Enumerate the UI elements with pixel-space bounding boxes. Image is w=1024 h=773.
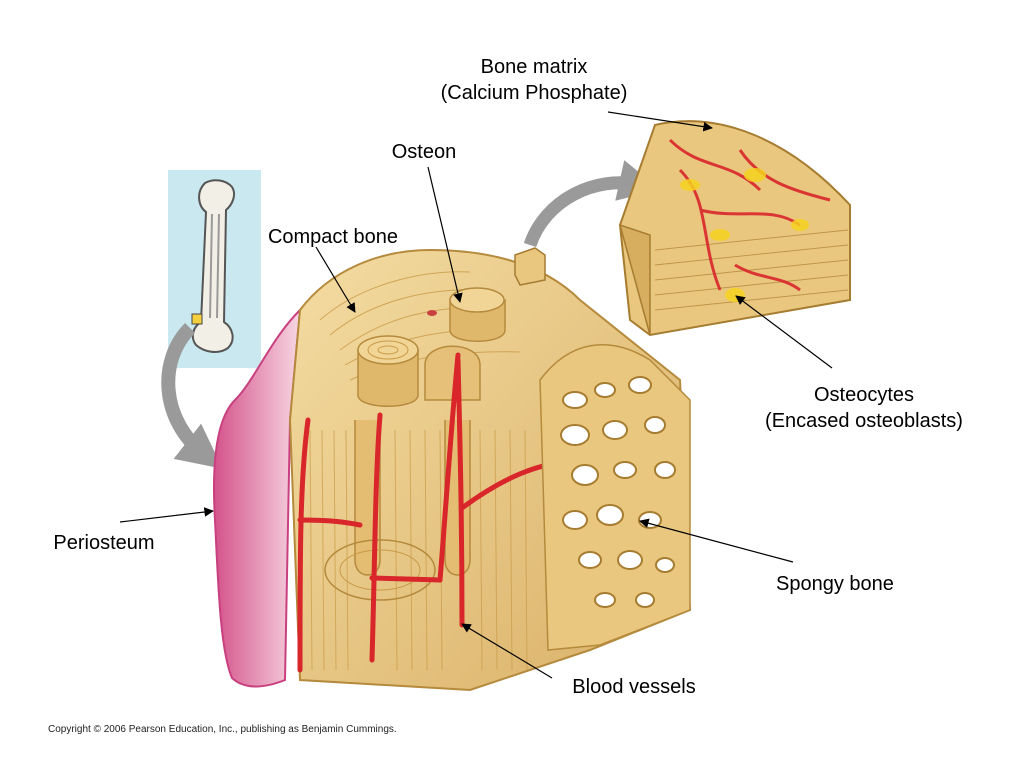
label-bone-matrix: Bone matrix (Calcium Phosphate) <box>424 54 644 106</box>
label-osteocytes-line-2: (Encased osteoblasts) <box>765 410 963 432</box>
small-wedge <box>514 247 546 286</box>
spongy-bone-pointer <box>639 518 794 563</box>
periosteum-layer <box>213 307 302 688</box>
label-osteocytes-line-1: Osteocytes <box>813 384 915 406</box>
label-periosteum: Periosteum <box>53 532 155 554</box>
zoom-arrow <box>523 160 661 248</box>
blood-vessels-pointer <box>461 623 553 679</box>
bone-matrix-pointer <box>607 111 713 132</box>
spongy-bone-region <box>539 343 691 651</box>
periosteum-pointer <box>119 507 214 523</box>
label-compact-bone: Compact bone <box>267 226 399 248</box>
label-blood-vessels: Blood vessels <box>572 676 696 698</box>
label-bone-matrix-line-2: (Calcium Phosphate) <box>440 82 628 104</box>
bone-matrix-zoom <box>618 120 851 337</box>
label-osteocytes: Osteocytes (Encased osteoblasts) <box>744 382 984 434</box>
label-spongy-bone: Spongy bone <box>776 573 894 595</box>
osteocytes-pointer <box>735 295 833 369</box>
label-osteon: Osteon <box>391 141 457 163</box>
copyright-notice: Copyright © 2006 Pearson Education, Inc.… <box>48 724 397 735</box>
compact-bone-pointer <box>315 246 356 313</box>
inset-arrow <box>161 323 223 469</box>
label-bone-matrix-line-1: Bone matrix <box>480 56 588 78</box>
osteon-pointer <box>427 166 463 303</box>
